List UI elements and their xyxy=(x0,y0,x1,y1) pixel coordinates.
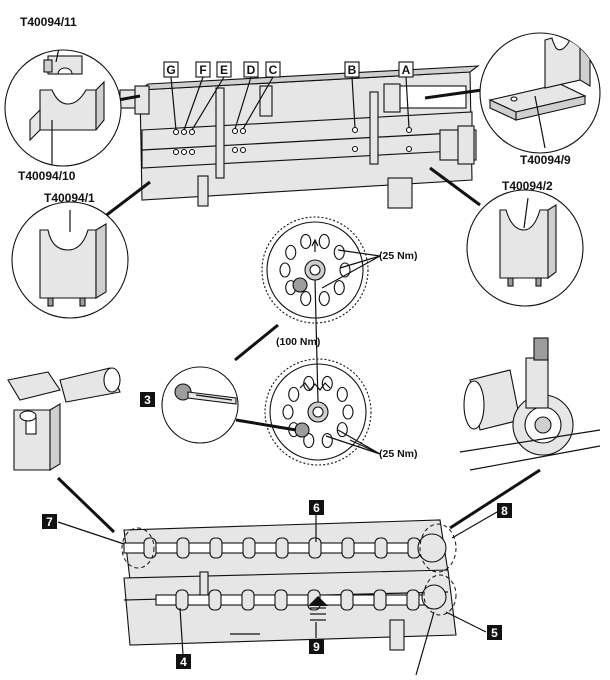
detail-t40094-1: T40094/1 xyxy=(11,180,151,319)
callout-3: 3 xyxy=(140,392,155,407)
cam-lobe xyxy=(242,537,256,559)
svg-text:4: 4 xyxy=(180,655,187,669)
svg-text:D: D xyxy=(247,63,256,77)
torque-center: (100 Nm) xyxy=(276,336,320,348)
cam-lobe xyxy=(308,537,322,559)
bearing-letter-g: G xyxy=(163,61,179,78)
label-t40094-9: T40094/9 xyxy=(520,153,571,167)
svg-text:5: 5 xyxy=(491,626,498,640)
torque-lower: (25 Nm) xyxy=(379,448,418,460)
callout-5: 5 xyxy=(487,625,502,640)
sprocket-hole xyxy=(303,432,315,449)
counterhold-tool xyxy=(161,323,297,444)
cam-lobe xyxy=(176,537,190,559)
callout-6: 6 xyxy=(309,500,324,515)
sprocket-hole xyxy=(321,375,333,392)
sprocket-hole xyxy=(342,404,354,420)
callout-4: 4 xyxy=(176,654,191,669)
sprocket-hole xyxy=(333,244,345,260)
svg-text:F: F xyxy=(199,63,206,77)
cam-lobe xyxy=(275,537,289,559)
cam-lobe xyxy=(341,537,355,559)
label-t40094-2: T40094/2 xyxy=(502,179,553,193)
svg-text:9: 9 xyxy=(313,640,320,654)
detail-t40094-2: T40094/2 xyxy=(429,166,584,307)
sprocket-hole xyxy=(300,290,312,307)
callout-8: 8 xyxy=(497,503,512,518)
cam-lobe xyxy=(406,589,420,611)
sprocket-hole xyxy=(336,386,348,402)
cam-lobe xyxy=(208,589,222,611)
cam-lobe xyxy=(209,537,223,559)
sprocket-hole xyxy=(288,386,300,402)
svg-text:7: 7 xyxy=(46,515,53,529)
svg-text:B: B xyxy=(348,63,357,77)
detail-right-gear xyxy=(449,337,601,530)
svg-text:C: C xyxy=(269,63,278,77)
sprocket-hole xyxy=(318,233,330,250)
cam-lobe xyxy=(274,589,288,611)
sprocket-hole xyxy=(318,290,330,307)
sprocket-hole xyxy=(279,262,291,278)
sprocket-hole xyxy=(333,280,345,296)
sprocket-hole xyxy=(336,422,348,438)
label-t40094-10: T40094/10 xyxy=(18,169,76,183)
svg-text:E: E xyxy=(220,63,228,77)
cam-lobe xyxy=(374,537,388,559)
cam-lobe xyxy=(241,589,255,611)
cam-lobe xyxy=(373,589,387,611)
sprocket-hole xyxy=(300,233,312,250)
svg-text:6: 6 xyxy=(313,501,320,515)
sprocket-hole xyxy=(282,404,294,420)
cam-lobe xyxy=(340,589,354,611)
torque-upper: (25 Nm) xyxy=(379,250,418,262)
camshaft-assembly-bottom xyxy=(57,511,498,676)
detail-t40094-9: T40094/9 xyxy=(424,32,601,167)
label-t40094-11: T40094/11 xyxy=(20,15,77,29)
sprocket-upper: (25 Nm) xyxy=(261,216,418,324)
bearing-letter-a: A xyxy=(398,61,414,78)
svg-text:3: 3 xyxy=(144,393,151,407)
camshaft-housing-top xyxy=(119,65,480,209)
label-t40094-1: T40094/1 xyxy=(44,191,95,205)
sprocket-hole xyxy=(285,244,297,260)
bearing-letter-f: F xyxy=(195,61,211,78)
callout-9: 9 xyxy=(309,639,324,654)
bearing-letter-e: E xyxy=(216,61,232,78)
bearing-letter-d: D xyxy=(243,61,259,78)
svg-text:G: G xyxy=(166,63,175,77)
svg-text:A: A xyxy=(402,63,411,77)
bearing-letter-b: B xyxy=(344,61,360,78)
bearing-holes xyxy=(172,126,413,156)
bearing-letter-c: C xyxy=(265,61,281,78)
sprocket-hole xyxy=(321,432,333,449)
callout-7: 7 xyxy=(42,514,57,529)
cam-lobe xyxy=(175,589,189,611)
svg-text:8: 8 xyxy=(501,504,508,518)
detail-left-holder xyxy=(7,367,121,534)
sprocket-lower: (25 Nm) xyxy=(264,358,418,466)
detail-t40094-10-11: T40094/11 T40094/10 xyxy=(4,15,141,183)
